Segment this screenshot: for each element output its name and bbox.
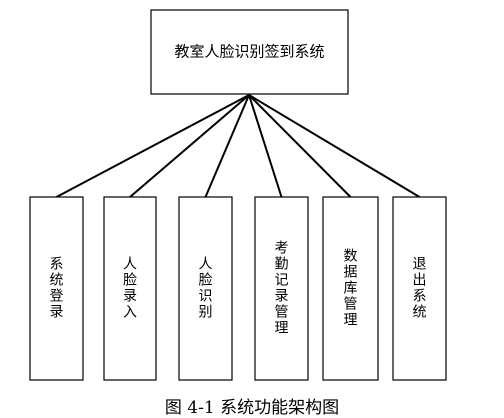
figure-caption: 图 4-1 系统功能架构图 bbox=[164, 398, 340, 418]
child-node: 数据库管理 bbox=[322, 196, 379, 381]
root-node-label: 教室人脸识别签到系统 bbox=[174, 43, 324, 61]
connector-line bbox=[248, 94, 352, 198]
connector-line bbox=[55, 94, 250, 198]
child-node-label: 数据库管理 bbox=[344, 249, 358, 329]
child-nodes: 系统登录 人脸录入 人脸识别 考勤记录管理 数据库管理 退出系统 bbox=[29, 196, 447, 381]
child-node-box bbox=[254, 196, 309, 381]
connector-line bbox=[204, 94, 250, 198]
child-node-box bbox=[178, 196, 233, 381]
child-node-label: 系统登录 bbox=[50, 257, 64, 321]
child-node-box bbox=[392, 196, 447, 381]
connector-line bbox=[248, 94, 283, 198]
root-node-box bbox=[150, 9, 349, 95]
child-node: 退出系统 bbox=[392, 196, 447, 381]
child-node-label: 人脸识别 bbox=[199, 257, 213, 321]
child-node-label: 考勤记录管理 bbox=[275, 241, 289, 337]
child-node: 人脸录入 bbox=[103, 196, 157, 381]
connector-lines bbox=[55, 94, 421, 198]
child-node-box bbox=[29, 196, 84, 381]
child-node-label: 人脸录入 bbox=[123, 257, 137, 321]
child-node-label: 退出系统 bbox=[413, 257, 427, 321]
child-node-box bbox=[322, 196, 379, 381]
connector-line bbox=[248, 94, 421, 198]
child-node: 系统登录 bbox=[29, 196, 84, 381]
child-node: 人脸识别 bbox=[178, 196, 233, 381]
connector-line bbox=[129, 94, 250, 198]
root-node: 教室人脸识别签到系统 bbox=[150, 9, 349, 95]
child-node: 考勤记录管理 bbox=[254, 196, 309, 381]
child-node-box bbox=[103, 196, 157, 381]
